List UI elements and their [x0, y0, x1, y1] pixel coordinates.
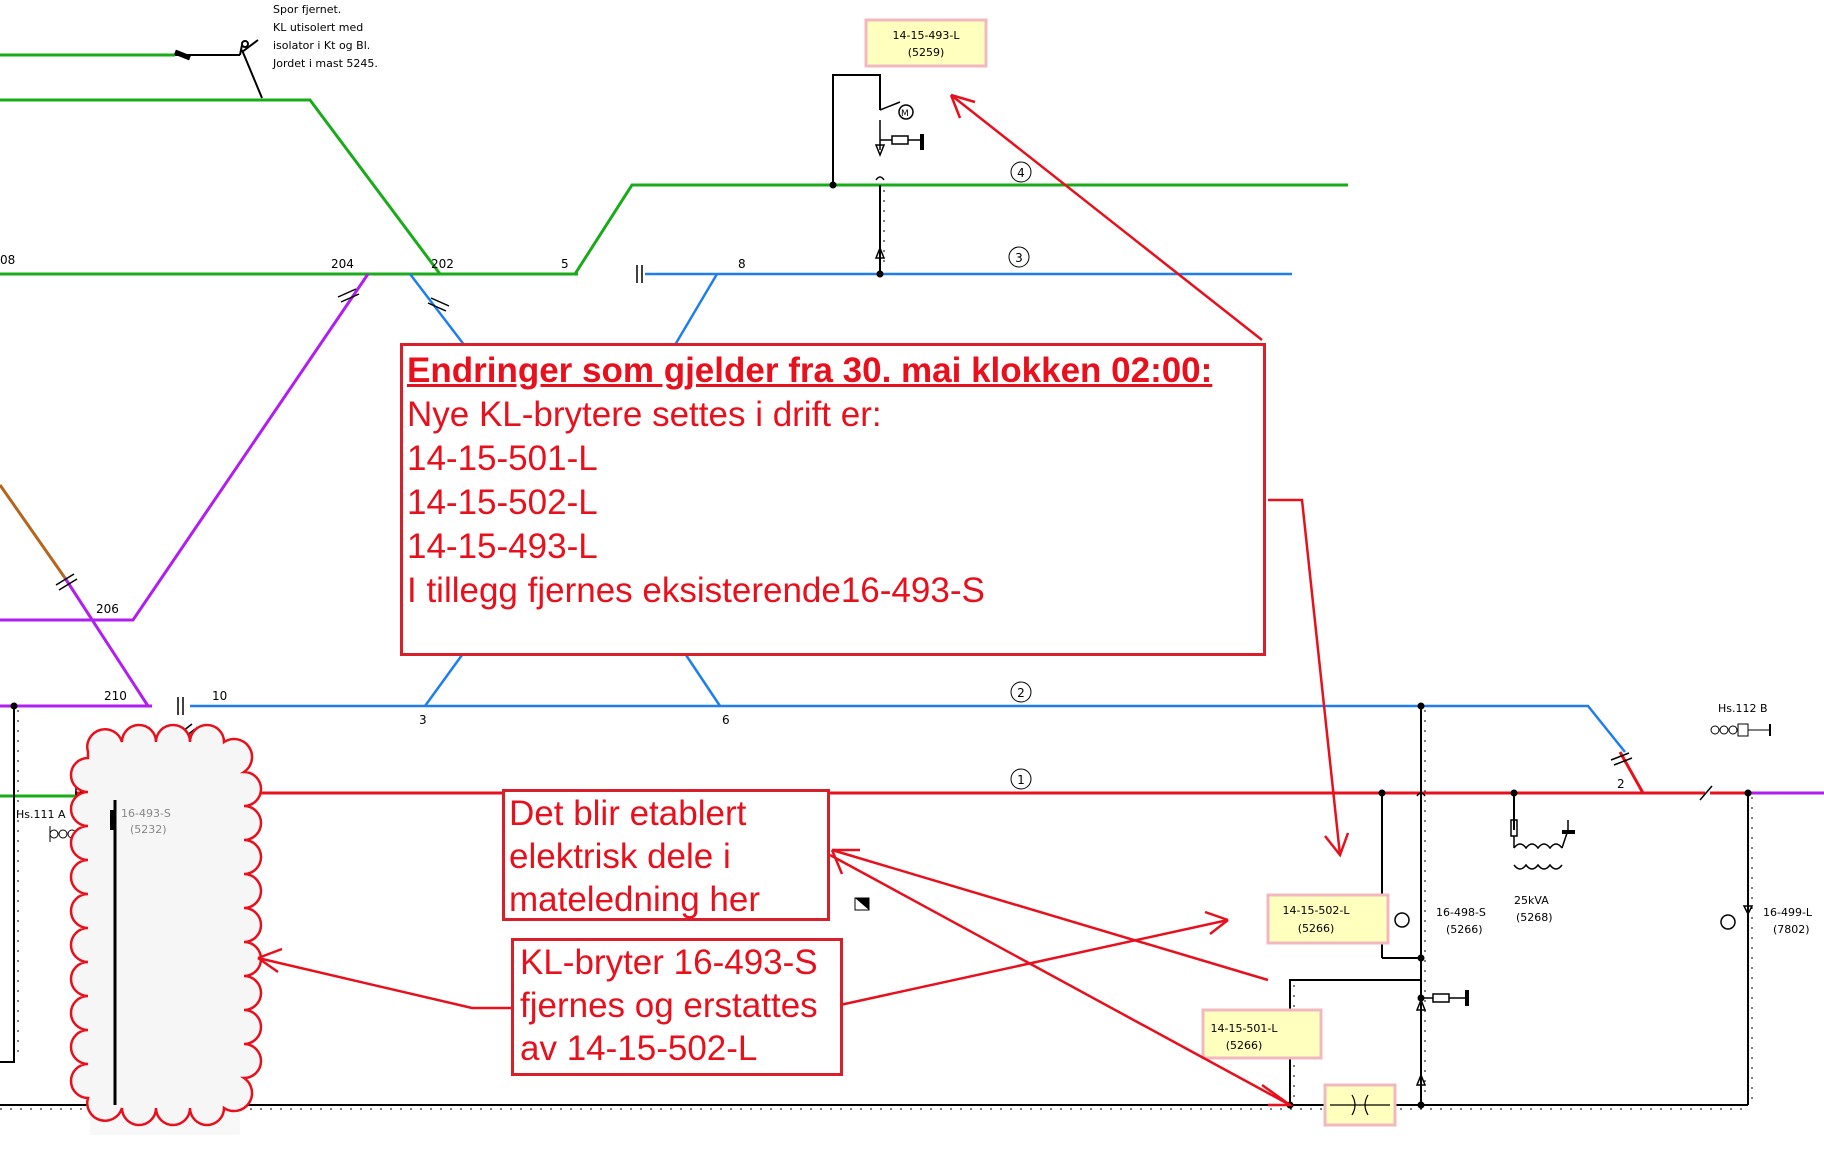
breaker-16-499-mast: (7802) [1773, 923, 1810, 936]
switch-3: 3 [419, 713, 427, 727]
transformer-rating: 25kVA [1514, 894, 1549, 907]
transformer-mast: (5268) [1516, 911, 1553, 924]
replacement-note-line-1: KL-bryter 16-493-S [520, 943, 818, 982]
purple-tracks [0, 273, 1824, 795]
electrical-section-note-box: Det blir etablert elektrisk dele i matel… [502, 789, 830, 921]
removed-track-note-line-1: Spor fjernet. [273, 3, 341, 16]
removed-track-note-line-4: Jordet i mast 5245. [272, 57, 378, 70]
transformer-symbol [1510, 793, 1575, 870]
section-note-line-3: mateledning her [509, 880, 760, 919]
changes-note-heading: Endringer som gjelder fra 30. mai klokke… [407, 351, 1213, 390]
changes-note-box: Endringer som gjelder fra 30. mai klokke… [400, 343, 1266, 656]
replacement-note-line-2: fjernes og erstattes [520, 986, 818, 1025]
switch-8: 8 [738, 257, 746, 271]
track-number-2: 2 [1017, 686, 1025, 700]
feeder-section-marker [855, 898, 869, 910]
switch-2: 2 [1617, 777, 1625, 791]
replacement-note-line-3: av 14-15-502-L [520, 1029, 758, 1068]
revision-cloud [69, 723, 263, 1135]
section-note-line-2: elektrisk dele i [509, 837, 731, 876]
removed-track-note-line-2: KL utisolert med [273, 21, 363, 34]
old-breaker-16-493-id: 16-493-S [121, 807, 171, 820]
switch-210: 210 [104, 689, 127, 703]
changes-note-line-2: 14-15-501-L [407, 439, 598, 478]
red-track [75, 732, 1745, 795]
switch-08: 08 [0, 253, 15, 267]
removed-track-note-line-3: isolator i Kt og Bl. [273, 39, 370, 52]
breaker-14-15-501-mast: (5266) [1226, 1039, 1263, 1052]
changes-note-line-1: Nye KL-brytere settes i drift er: [407, 395, 882, 434]
track-number-1: 1 [1017, 773, 1025, 787]
track-number-4: 4 [1017, 166, 1025, 180]
switch-206: 206 [96, 602, 119, 616]
switch-202: 202 [431, 257, 454, 271]
changes-note-line-5: I tillegg fjernes eksisterende16-493-S [407, 571, 985, 610]
breaker-14-15-493-id: 14-15-493-L [892, 29, 960, 42]
switch-5: 5 [561, 257, 569, 271]
switch-6: 6 [722, 713, 730, 727]
svg-text:M: M [901, 109, 909, 119]
breaker-14-15-501-id: 14-15-501-L [1210, 1022, 1278, 1035]
signal-hs112-label: Hs.112 B [1718, 702, 1768, 715]
section-note-line-1: Det blir etablert [509, 794, 747, 833]
breaker-replacement-note-box: KL-bryter 16-493-S fjernes og erstattes … [511, 938, 843, 1076]
breaker-16-498-mast: (5266) [1446, 923, 1483, 936]
old-breaker-16-493-mast: (5232) [130, 823, 167, 836]
breaker-14-15-502-id: 14-15-502-L [1282, 904, 1350, 917]
signals [49, 723, 1771, 842]
brown-track [0, 484, 67, 579]
electrical-section-symbol [1330, 1094, 1390, 1116]
track-circles [1008, 161, 1032, 790]
feeder-ticks [0, 190, 1753, 1110]
breaker-14-15-502-mast: (5266) [1298, 922, 1335, 935]
disconnector-5259 [874, 101, 924, 259]
breaker-16-499-id: 16-499-L [1763, 906, 1813, 919]
signal-hs111-label: Hs.111 A [16, 808, 66, 821]
changes-note-line-3: 14-15-502-L [407, 483, 598, 522]
breaker-16-498-id: 16-498-S [1436, 906, 1486, 919]
track-number-3: 3 [1015, 251, 1023, 265]
callout-arrows [257, 93, 1350, 1107]
switch-10: 10 [212, 689, 227, 703]
green-tracks [0, 53, 1348, 798]
isolator-detail [174, 39, 263, 99]
changes-note-line-4: 14-15-493-L [407, 527, 598, 566]
switch-204: 204 [331, 257, 354, 271]
breaker-14-15-493-mast: (5259) [908, 46, 945, 59]
